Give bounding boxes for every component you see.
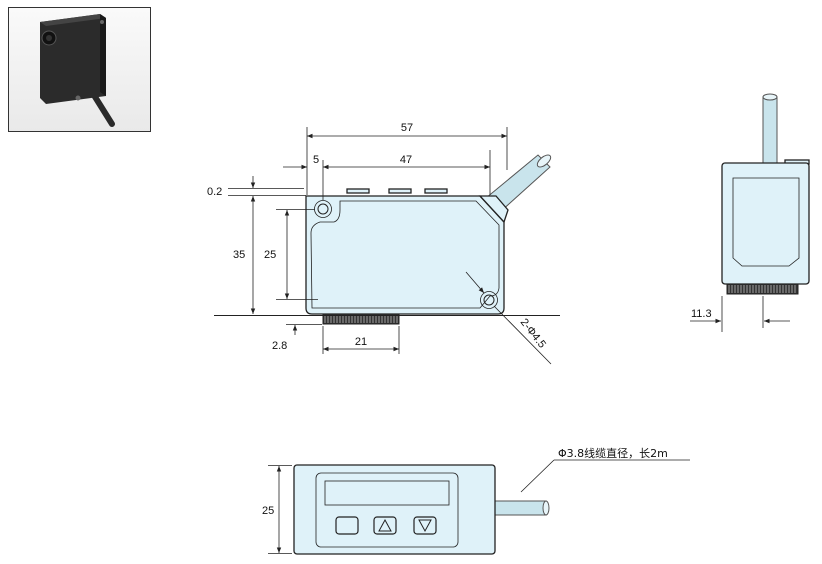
sensor-body-front bbox=[305, 195, 505, 315]
dim-knob-height: 2.8 bbox=[272, 340, 287, 352]
cable-side bbox=[762, 93, 778, 164]
down-button[interactable] bbox=[413, 516, 437, 535]
front-view: 57 5 47 0.2 35 25 2.8 21 2-Φ4.5 bbox=[207, 122, 560, 365]
dim-hole-offset: 5 bbox=[313, 154, 319, 166]
knurled-knob bbox=[322, 313, 400, 325]
mode-button[interactable] bbox=[335, 516, 359, 535]
triangle-up-icon bbox=[378, 518, 392, 532]
cable-note: Φ3.8线缆直径，长2m bbox=[558, 446, 668, 460]
dim-height: 35 bbox=[233, 249, 245, 261]
dim-top-height: 25 bbox=[262, 505, 274, 517]
top-view: 25 Φ3.8线缆直径，长2m bbox=[262, 446, 690, 555]
side-view: 11.3 bbox=[690, 93, 810, 332]
dim-top-offset: 0.2 bbox=[207, 186, 222, 198]
dim-hole-vertical: 25 bbox=[264, 249, 276, 261]
up-button[interactable] bbox=[373, 516, 397, 535]
dim-hole-spacing: 47 bbox=[400, 154, 412, 166]
sensor-body-top bbox=[293, 464, 496, 555]
knurled-knob-side bbox=[726, 283, 799, 295]
dim-overall-width: 57 bbox=[401, 122, 413, 134]
sensor-photo bbox=[8, 7, 151, 132]
triangle-down-icon bbox=[418, 519, 432, 533]
dim-thickness: 11.3 bbox=[691, 308, 712, 320]
dim-knob-width: 21 bbox=[355, 336, 367, 348]
